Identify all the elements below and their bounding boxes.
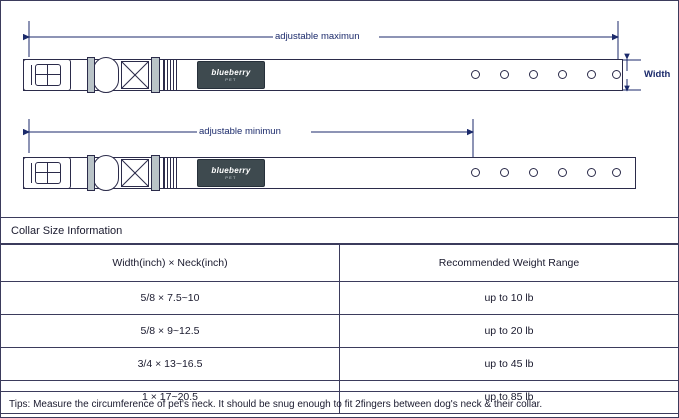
- cell-size: 3/4 × 13~16.5: [1, 347, 340, 381]
- hole-top-1: [471, 70, 480, 79]
- keeper-left-bottom: [87, 155, 95, 191]
- brand-name-bottom: blueberry: [211, 165, 251, 175]
- cell-weight: up to 20 lb: [339, 314, 678, 348]
- cell-weight: up to 10 lb: [339, 281, 678, 315]
- cell-weight: up to 45 lb: [339, 347, 678, 381]
- stitch-cross-bottom: [121, 159, 149, 187]
- cell-weight: up to 85 lb: [339, 380, 678, 414]
- label-width: Width: [644, 69, 671, 80]
- hole-top-2: [500, 70, 509, 79]
- col-header-weight-range: Recommended Weight Range: [339, 244, 678, 282]
- table-header-row: Width(inch) × Neck(inch) Recommended Wei…: [1, 244, 678, 282]
- table-row: 1 × 17~20.5 up to 85 lb: [1, 380, 678, 414]
- hole-top-3: [529, 70, 538, 79]
- brand-logo-bottom: blueberry PET: [197, 159, 265, 187]
- table-row: 5/8 × 9~12.5 up to 20 lb: [1, 314, 678, 348]
- table-title: Collar Size Information: [1, 218, 678, 244]
- cell-size: 1 × 17~20.5: [1, 380, 340, 414]
- brand-logo-top: blueberry PET: [197, 61, 265, 89]
- ribbed-slider-top: [163, 59, 177, 91]
- keeper-right-bottom: [151, 155, 160, 191]
- cell-size: 5/8 × 9~12.5: [1, 314, 340, 348]
- brand-name-top: blueberry: [211, 67, 251, 77]
- buckle-bar-2: [31, 163, 33, 183]
- label-adjustable-maximum: adjustable maximun: [275, 31, 360, 42]
- collar-diagram: adjustable maximun adjustable minimun Wi…: [1, 1, 678, 218]
- ribbed-slider-bottom: [163, 157, 177, 189]
- table-row: 5/8 × 7.5~10 up to 10 lb: [1, 281, 678, 315]
- col-header-width-neck: Width(inch) × Neck(inch): [1, 244, 340, 282]
- keeper-left-top: [87, 57, 95, 93]
- hole-bottom-3: [529, 168, 538, 177]
- hole-bottom-5: [587, 168, 596, 177]
- d-ring-bottom: [93, 155, 119, 191]
- hole-bottom-2: [500, 168, 509, 177]
- label-adjustable-minimum: adjustable minimun: [199, 126, 281, 137]
- buckle-bar-1: [31, 65, 33, 85]
- hole-bottom-1: [471, 168, 480, 177]
- brand-sub-bottom: PET: [225, 174, 237, 180]
- hole-top-5: [587, 70, 596, 79]
- keeper-right-top: [151, 57, 160, 93]
- hole-top-6: [612, 70, 621, 79]
- buckle-crossbar-top: [35, 74, 61, 76]
- hole-bottom-6: [612, 168, 621, 177]
- tips-text: Tips: Measure the circumference of pet's…: [1, 391, 678, 417]
- size-table: Width(inch) × Neck(inch) Recommended Wei…: [1, 244, 678, 414]
- brand-sub-top: PET: [225, 76, 237, 82]
- table-row: 3/4 × 13~16.5 up to 45 lb: [1, 347, 678, 381]
- cell-size: 5/8 × 7.5~10: [1, 281, 340, 315]
- stitch-cross-top: [121, 61, 149, 89]
- hole-top-4: [558, 70, 567, 79]
- buckle-crossbar-bottom: [35, 172, 61, 174]
- d-ring-top: [93, 57, 119, 93]
- hole-bottom-4: [558, 168, 567, 177]
